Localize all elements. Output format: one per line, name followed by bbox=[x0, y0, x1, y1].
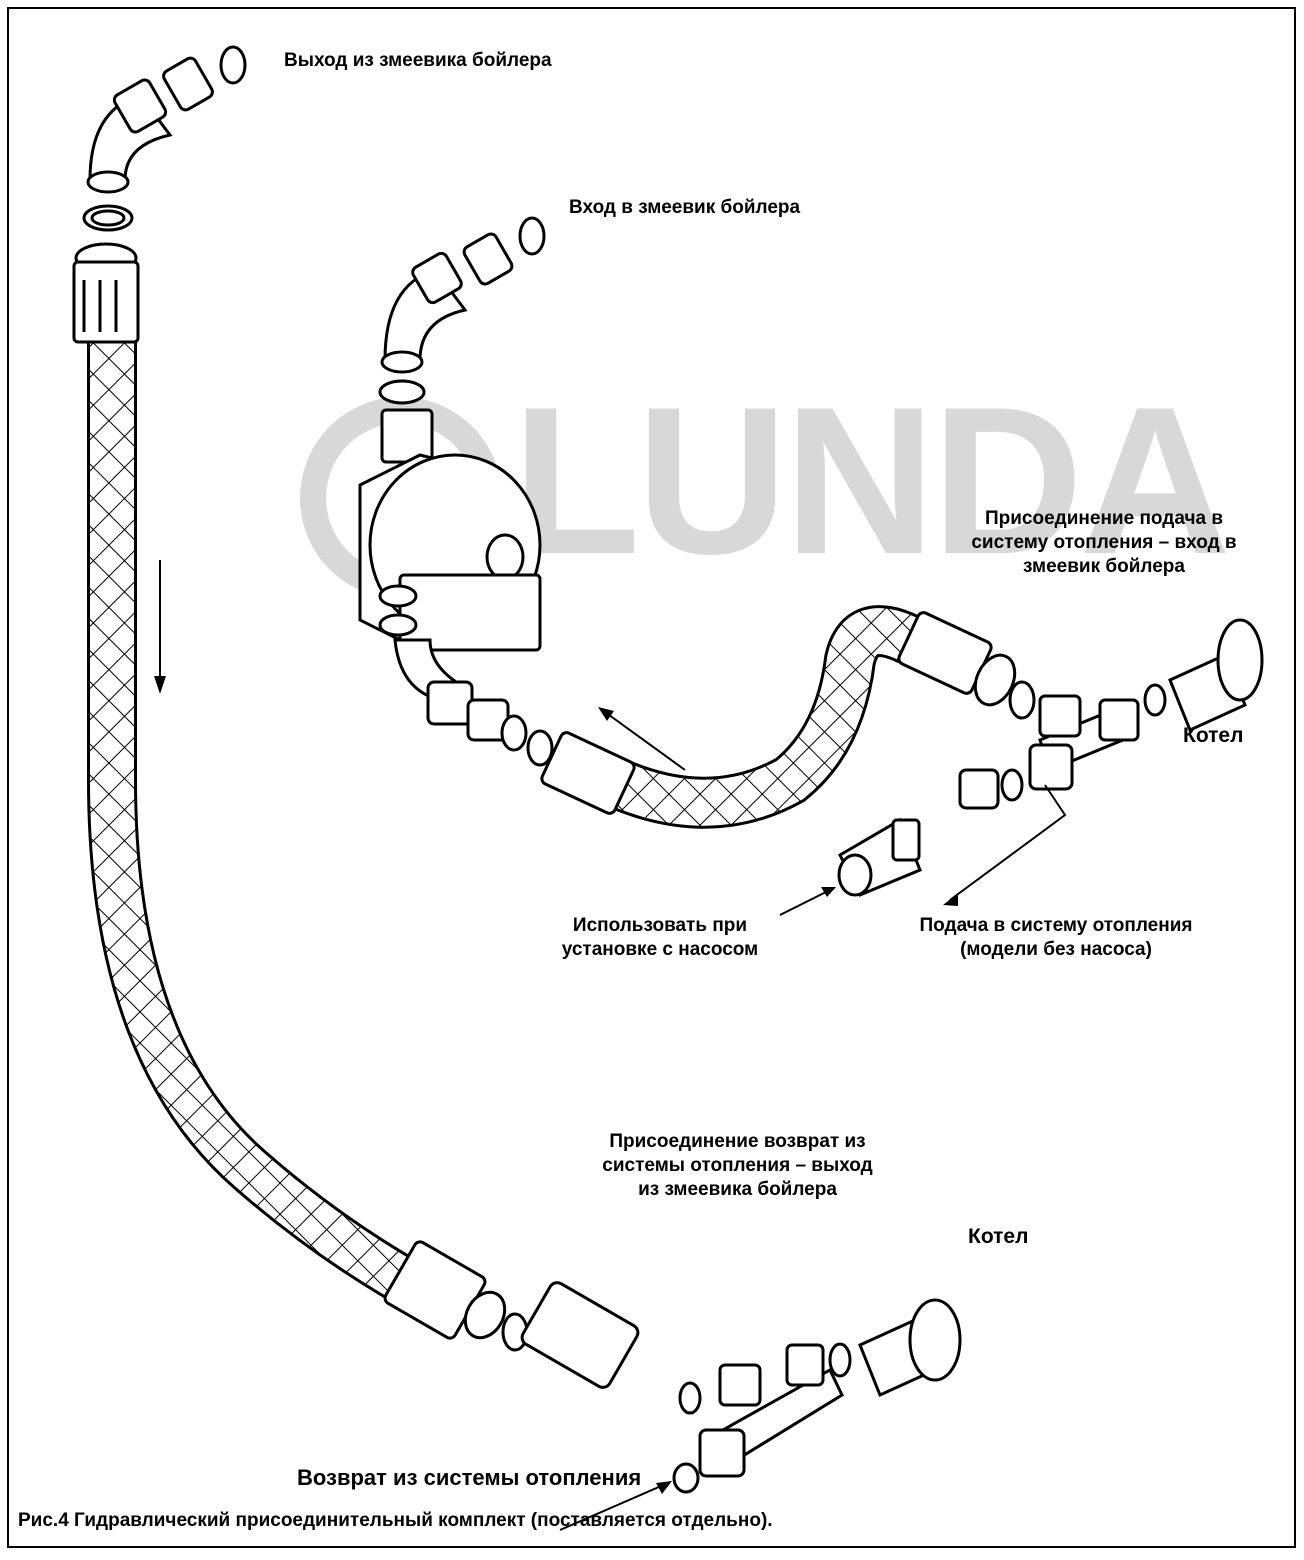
gasket-ring bbox=[1143, 683, 1167, 717]
short-hose-fittings bbox=[540, 611, 1036, 815]
gasket-ring bbox=[518, 216, 546, 256]
supply-tee bbox=[958, 618, 1264, 810]
label-line: Использовать при bbox=[572, 915, 748, 936]
label-line: системы отопления – выход bbox=[602, 1155, 873, 1176]
gasket-ring bbox=[378, 584, 418, 608]
figure-caption: Рис.4 Гидравлический присоединительный к… bbox=[18, 1510, 773, 1531]
label-heating-supply: Подача в систему отопления (модели без н… bbox=[856, 914, 1256, 962]
label-line: установке с насосом bbox=[561, 939, 759, 960]
figure-frame bbox=[7, 7, 1296, 1548]
gasket-ring bbox=[500, 714, 528, 752]
label-line: Присоединение подача в bbox=[984, 508, 1223, 529]
hose-bottom-nut bbox=[383, 1240, 702, 1415]
label-use-with-pump: Использовать при установке с насосом bbox=[505, 914, 815, 962]
gasket-ring bbox=[1008, 680, 1036, 720]
flow-arrow-up bbox=[604, 711, 686, 771]
circulation-pump bbox=[358, 408, 542, 652]
pump-outlet bbox=[393, 638, 554, 767]
label-line: Подача в систему отопления bbox=[919, 915, 1193, 936]
plug-cap bbox=[958, 768, 1000, 810]
watermark-text: LUNDA bbox=[512, 363, 1231, 598]
label-line: змеевик бойлера bbox=[1023, 556, 1185, 577]
gasket-ring bbox=[526, 729, 554, 767]
label-boiler-coil-inlet: Вход в змеевик бойлера bbox=[569, 197, 801, 218]
label-boiler-bottom: Котел bbox=[968, 1225, 1029, 1248]
air-vent-fitting bbox=[837, 817, 922, 897]
gasket-ring bbox=[1000, 768, 1024, 802]
label-line: из змеевика бойлера bbox=[638, 1179, 837, 1200]
gasket-ring bbox=[219, 45, 247, 85]
pump-pointer bbox=[779, 889, 831, 916]
gasket-ring bbox=[678, 1381, 702, 1415]
label-boiler-coil-outlet: Выход из змеевика бойлера bbox=[284, 50, 552, 71]
label-line: Присоединение возврат из bbox=[609, 1131, 866, 1152]
gasket-ring bbox=[378, 613, 418, 637]
supply-pointer bbox=[949, 784, 1067, 901]
inlet-elbow bbox=[378, 216, 546, 405]
gasket-ring bbox=[378, 379, 426, 405]
label-boiler-top: Котел bbox=[1183, 724, 1244, 747]
return-tee bbox=[672, 1298, 962, 1494]
gasket-ring bbox=[672, 1462, 700, 1494]
hose-top-nut bbox=[72, 242, 140, 344]
label-supply-connection: Присоединение подача в систему отопления… bbox=[924, 507, 1284, 579]
braided-hose-short bbox=[577, 605, 922, 829]
gasket-ring bbox=[828, 1342, 852, 1378]
label-return-connection: Присоединение возврат из системы отоплен… bbox=[565, 1130, 910, 1202]
return-arrow bbox=[559, 1482, 669, 1531]
label-line: систему отопления – вход в bbox=[971, 532, 1237, 553]
outlet-elbow bbox=[82, 45, 247, 232]
label-heating-return: Возврат из системы отопления bbox=[297, 1465, 642, 1490]
braided-hose-long bbox=[87, 330, 433, 1312]
label-line: (модели без насоса) bbox=[960, 939, 1152, 960]
